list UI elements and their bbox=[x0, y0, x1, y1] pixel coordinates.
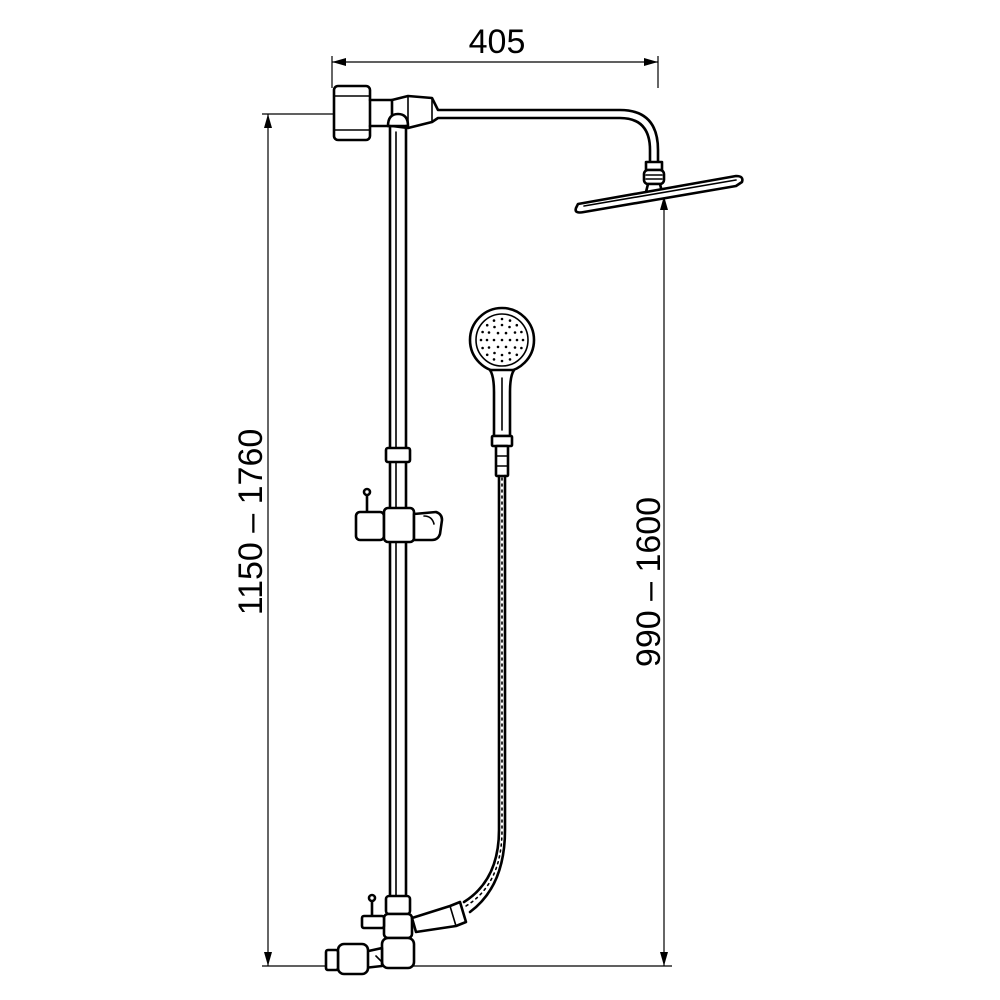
nozzle-dot bbox=[479, 338, 483, 342]
dimension-label-arm: 405 bbox=[469, 23, 526, 61]
nozzle-dot bbox=[500, 317, 504, 321]
riser-rail bbox=[386, 112, 410, 898]
overhead-shower bbox=[574, 160, 744, 214]
nozzle-dot bbox=[481, 330, 484, 334]
hand-shower-holder[interactable] bbox=[354, 487, 444, 544]
nozzle-dot bbox=[520, 346, 523, 350]
nozzle-dot bbox=[496, 345, 500, 349]
nozzle-dot bbox=[521, 338, 525, 342]
nozzle-dot bbox=[487, 346, 491, 349]
arrow-up-icon bbox=[264, 114, 272, 128]
dimension-head-height: 990 – 1600 bbox=[380, 196, 672, 967]
nozzle-dot bbox=[508, 338, 512, 342]
nozzle-dots bbox=[479, 317, 525, 363]
nozzle-dot bbox=[485, 353, 489, 357]
dimension-arm-length: 405 bbox=[331, 23, 659, 88]
nozzle-dot bbox=[485, 323, 489, 327]
nozzle-dot bbox=[508, 319, 512, 322]
nozzle-dot bbox=[496, 331, 500, 335]
dimension-label-head: 990 – 1600 bbox=[630, 497, 668, 667]
nozzle-dot bbox=[481, 346, 484, 350]
nozzle-dot bbox=[513, 346, 517, 349]
nozzle-dot bbox=[492, 338, 496, 342]
arrow-down-icon bbox=[660, 952, 668, 966]
wall-bracket bbox=[332, 84, 394, 142]
dimension-column-height: 1150 – 1760 bbox=[232, 113, 340, 967]
nozzle-dot bbox=[493, 325, 496, 329]
nozzle-dot bbox=[500, 323, 504, 327]
nozzle-dot bbox=[493, 351, 496, 355]
nozzle-dot bbox=[508, 351, 511, 355]
arrow-right-icon bbox=[644, 58, 658, 66]
nozzle-dot bbox=[508, 358, 512, 361]
dimension-label-column: 1150 – 1760 bbox=[232, 429, 270, 616]
shower-head-plate bbox=[574, 174, 744, 214]
nozzle-dot bbox=[504, 331, 508, 335]
shower-hose bbox=[462, 474, 507, 914]
nozzle-dot bbox=[485, 338, 489, 342]
nozzle-dot bbox=[492, 358, 496, 361]
nozzle-dot bbox=[487, 331, 491, 334]
mixer-connection bbox=[324, 936, 416, 976]
arrow-down-icon bbox=[264, 952, 272, 966]
nozzle-dot bbox=[500, 353, 504, 357]
nozzle-dot bbox=[513, 331, 517, 334]
nozzle-dot bbox=[520, 330, 523, 334]
nozzle-dot bbox=[504, 345, 508, 349]
rail-stop bbox=[384, 446, 412, 464]
nozzle-dot bbox=[515, 338, 519, 342]
nozzle-dot bbox=[515, 353, 519, 357]
hand-shower[interactable] bbox=[468, 306, 536, 478]
nozzle-dot bbox=[500, 338, 504, 342]
nozzle-dot bbox=[515, 323, 519, 327]
arrow-left-icon bbox=[332, 58, 346, 66]
nozzle-dot bbox=[492, 319, 496, 322]
arrow-up-icon bbox=[660, 196, 668, 210]
nozzle-dot bbox=[500, 359, 504, 363]
nozzle-dot bbox=[508, 325, 511, 329]
diverter-assembly[interactable] bbox=[360, 893, 468, 940]
shower-arm bbox=[390, 94, 660, 164]
